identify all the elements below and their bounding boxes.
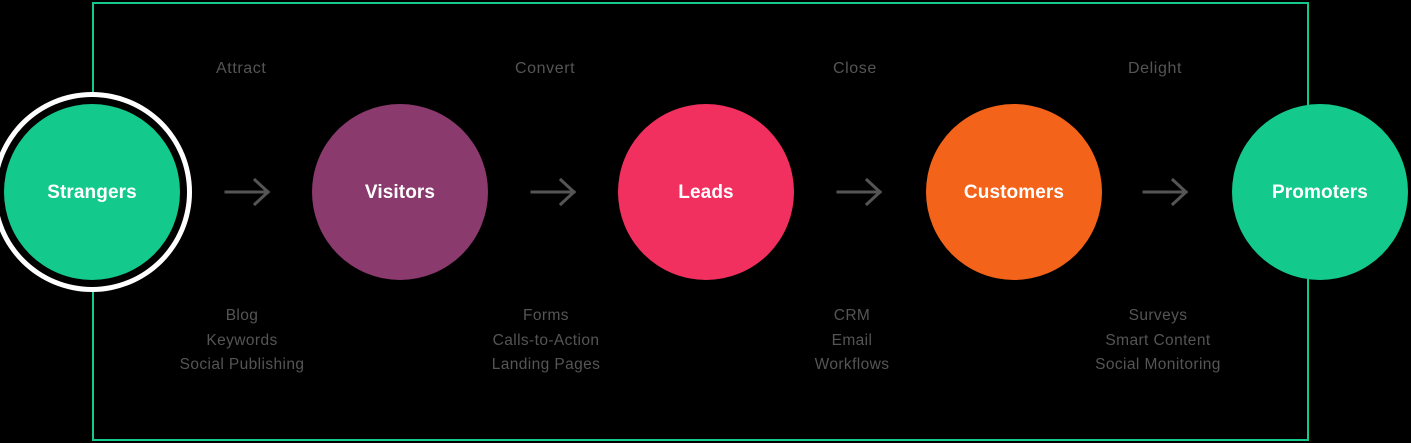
tactic-item: Social Monitoring — [1095, 356, 1221, 373]
stage-label-close: Close — [833, 60, 877, 77]
arrow-right-icon — [528, 174, 584, 210]
diagram-frame-bottom-edge — [92, 439, 1309, 441]
tactic-item: CRM — [833, 307, 871, 324]
stage-label-convert: Convert — [515, 60, 576, 77]
stage-circle-label-strangers: Strangers — [47, 181, 137, 203]
tactic-item: Workflows — [814, 356, 890, 373]
tactic-item: Social Publishing — [179, 356, 305, 373]
tactic-item: Calls-to-Action — [492, 331, 600, 349]
tactics-list-attract: Blog Keywords Social Publishing — [92, 304, 392, 378]
stage-label-attract: Attract — [216, 60, 267, 77]
tactic-item: Forms — [523, 307, 569, 324]
tactic-item: Smart Content — [1105, 331, 1211, 349]
stage-circle-label-promoters: Promoters — [1272, 181, 1368, 203]
tactic-item: Surveys — [1128, 307, 1188, 324]
stage-circle-label-customers: Customers — [963, 181, 1065, 203]
stage-circle-promoters[interactable]: Promoters — [1232, 104, 1408, 280]
stage-circle-label-leads: Leads — [678, 181, 734, 203]
stage-label-delight: Delight — [1128, 60, 1183, 77]
stage-circle-leads[interactable]: Leads — [618, 104, 794, 280]
stage-circle-customers[interactable]: Customers — [926, 104, 1102, 280]
tactics-list-close: CRM Email Workflows — [702, 304, 1002, 378]
tactic-item: Email — [831, 331, 873, 349]
stage-circle-label-visitors: Visitors — [364, 181, 436, 203]
arrow-right-icon — [1140, 174, 1196, 210]
arrow-right-icon — [834, 174, 890, 210]
tactic-item: Keywords — [206, 331, 278, 349]
arrow-right-icon — [222, 174, 278, 210]
tactic-item: Blog — [225, 307, 259, 324]
tactic-item: Landing Pages — [491, 356, 601, 373]
stage-circle-strangers[interactable]: Strangers — [4, 104, 180, 280]
tactics-list-delight: Surveys Smart Content Social Monitoring — [1008, 304, 1308, 378]
tactics-list-convert: Forms Calls-to-Action Landing Pages — [396, 304, 696, 378]
stage-circle-visitors[interactable]: Visitors — [312, 104, 488, 280]
